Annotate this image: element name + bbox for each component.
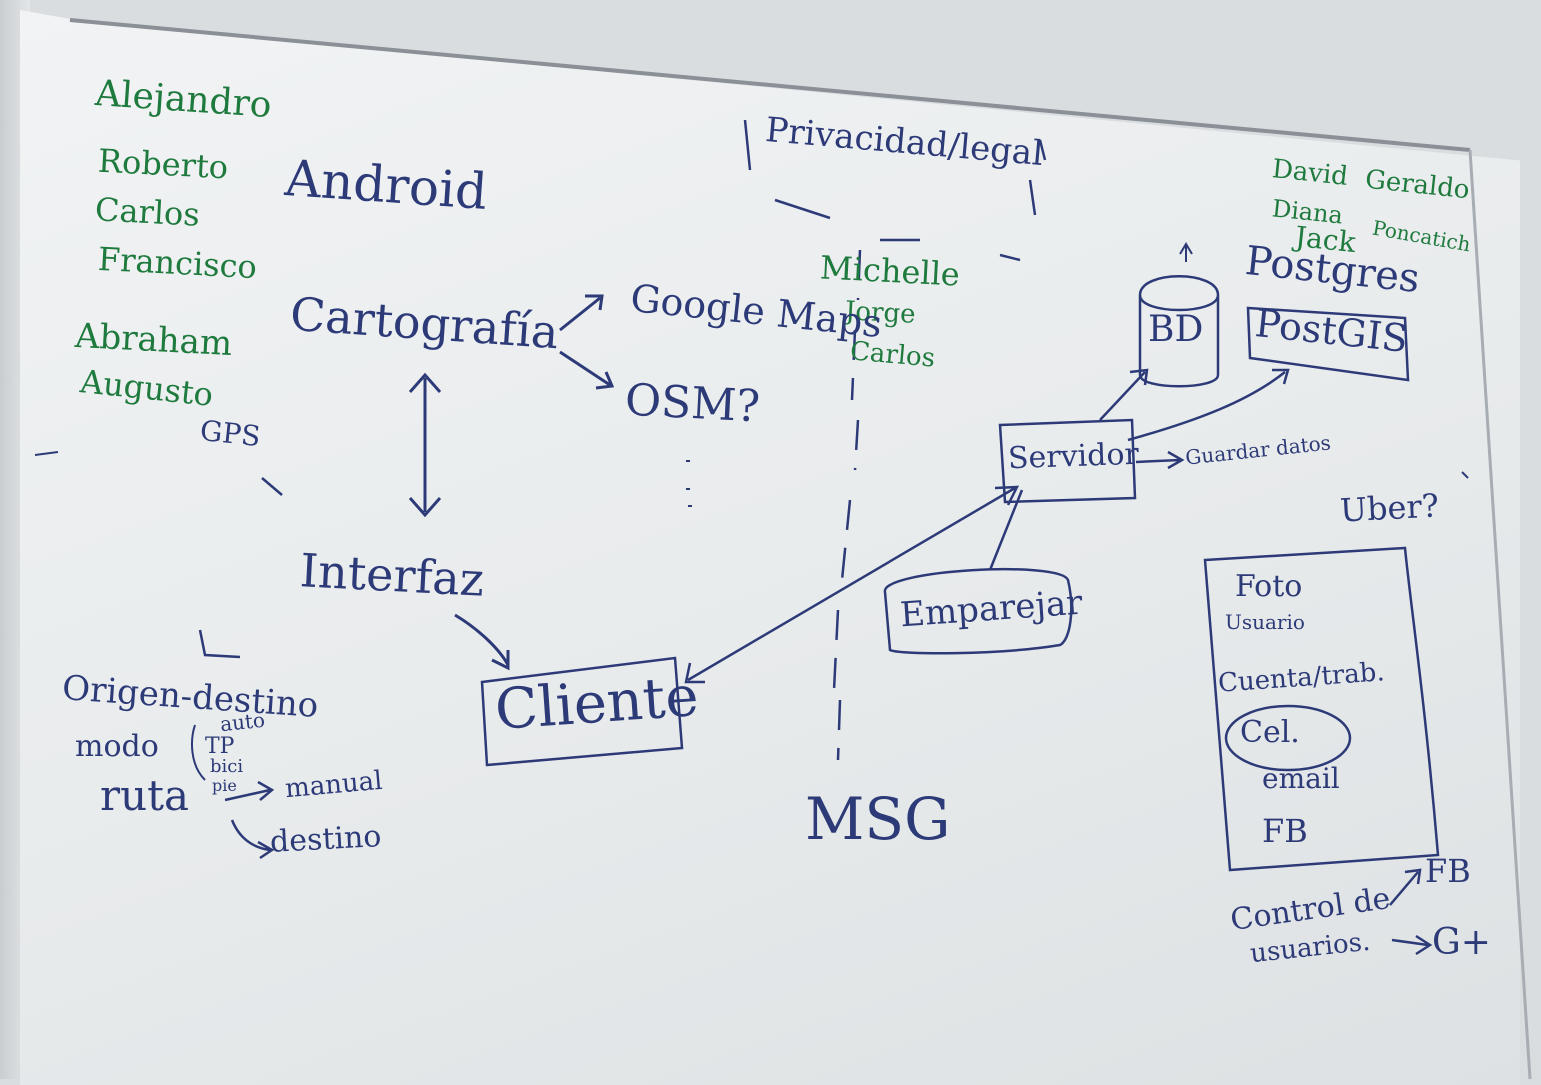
profile-usuario: Usuario [1225,610,1305,634]
servidor-box [998,418,1137,504]
board-top-edge [69,18,1471,152]
label-servidor: Servidor [1007,436,1140,477]
label-android: Android [283,149,490,221]
osm-dots [686,460,692,507]
label-interfaz: Interfaz [298,543,486,607]
board-right-edge [1468,149,1532,1079]
modo-option-tp: TP [205,734,235,759]
origen-mark [198,629,241,659]
arrow-ruta-manual [224,780,275,802]
modo-option-auto: auto [218,707,267,737]
label-uber: Uber? [1339,486,1440,530]
label-destino: destino [269,819,383,860]
profile-cel: Cel. [1240,715,1300,750]
bd-cylinder [1138,275,1220,388]
stray-mark-left [34,451,59,456]
label-msg: MSG [805,785,951,853]
whiteboard [20,10,1520,1085]
name-michelle: Michelle [819,248,961,294]
profile-email: email [1262,762,1340,795]
modo-option-pie: pie [212,776,237,795]
label-cliente: Cliente [492,663,701,744]
label-modo: modo [75,729,159,764]
arrow-emparejar-servidor [988,489,1024,571]
arrow-control-gplus [1391,934,1433,956]
name-david: David [1270,154,1350,192]
gps-mark [261,477,283,496]
bd-up-arrow [1179,242,1193,262]
label-bd: BD [1148,309,1204,350]
stray-mark-right [1461,471,1469,479]
arrow-cliente-servidor [684,485,1020,684]
postgis-box [1246,306,1410,382]
label-gps: GPS [198,413,263,454]
label-ruta: ruta [100,771,190,820]
arrow-control-fb [1389,868,1422,906]
arrow-servidor-postgis [1127,368,1290,442]
msg-dashed-line [832,249,862,761]
arrow-cartografia-interfaz [408,372,442,518]
name-abraham: Abraham [74,315,234,365]
label-control-fb: FB [1425,852,1471,890]
arrow-servidor-guardar [1135,450,1185,470]
profile-foto: Foto [1235,569,1303,604]
label-control-gplus: G+ [1432,922,1491,963]
profile-box [1203,546,1440,872]
name-francisco: Francisco [97,239,258,287]
privacy-dashed-border [743,119,1047,262]
arrow-ruta-destino [230,819,275,860]
modo-option-bici: bici [210,756,244,777]
arrow-interfaz-cliente [454,613,510,671]
arrow-to-google [559,294,604,332]
modo-bracket [191,724,206,781]
emparejar-box [883,567,1073,655]
profile-fb: FB [1262,812,1308,850]
name-roberto: Roberto [97,141,230,187]
arrow-to-osm [559,350,615,390]
cliente-box [480,656,684,767]
cel-circle [1224,704,1352,772]
label-osm: OSM? [623,374,762,433]
name-carlos-1: Carlos [94,190,201,234]
